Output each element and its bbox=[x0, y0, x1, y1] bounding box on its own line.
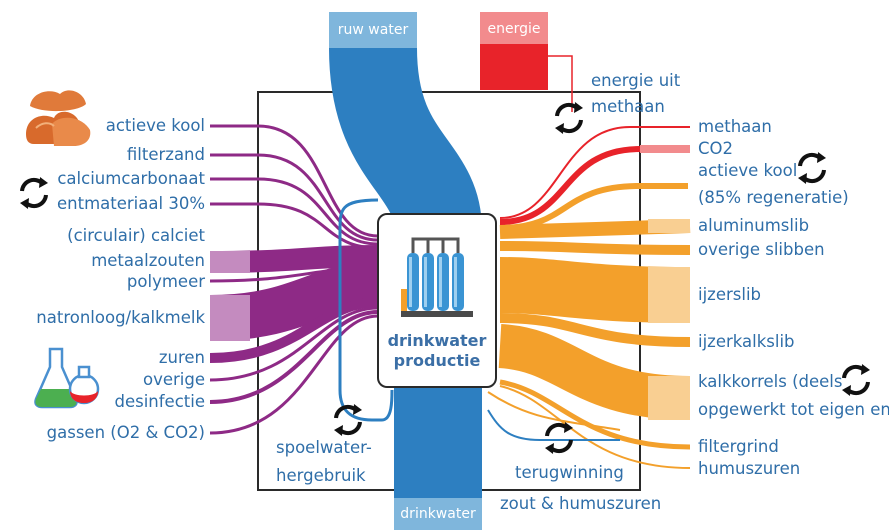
recycle-icon bbox=[545, 422, 573, 454]
rinse-loop-label-1: spoelwater- bbox=[276, 438, 372, 457]
aluminum-sludge-cap bbox=[648, 219, 690, 233]
drinkwater-cap bbox=[394, 498, 482, 530]
rinse-water-loop bbox=[338, 198, 394, 422]
lime-pellets-cap bbox=[648, 376, 690, 420]
raw-water-header: ruw water bbox=[337, 22, 409, 38]
output-label-aluminum-sludge: aluminumslib bbox=[698, 216, 810, 235]
output-label-lime-pellets-note: opgewerkt tot eigen ent) bbox=[698, 400, 889, 419]
recycle-icon bbox=[20, 177, 48, 209]
recycle-icon bbox=[842, 364, 870, 396]
energy-cap bbox=[480, 12, 548, 44]
output-label-other-sludges: overige slibben bbox=[698, 240, 825, 259]
drinkwater-production-box: drinkwater productie bbox=[377, 213, 497, 388]
input-label-metal-salts: metaalzouten bbox=[91, 251, 205, 270]
output-label-regeneration: (85% regeneratie) bbox=[698, 188, 849, 207]
salt-loop-label-1: terugwinning bbox=[515, 463, 624, 482]
salt-recovery-loop-2 bbox=[487, 391, 621, 431]
output-label-methane: methaan bbox=[698, 117, 772, 136]
input-label-caustic: natronloog/kalkmelk bbox=[36, 308, 205, 327]
input-label-other: overige bbox=[142, 370, 205, 389]
rinse-loop-label-2: hergebruik bbox=[276, 466, 366, 485]
iron-sludge-cap bbox=[648, 267, 690, 323]
drinkwater-header: drinkwater bbox=[400, 506, 476, 522]
coal-pile-icon bbox=[26, 90, 91, 146]
recycle-icon bbox=[798, 152, 826, 184]
energy-loop-label-2: methaan bbox=[591, 97, 665, 116]
input-label-polymer: polymeer bbox=[126, 272, 205, 291]
co2-output-flow bbox=[499, 146, 690, 225]
raw-water-cap bbox=[329, 12, 417, 48]
input-label-filter-sand: filterzand bbox=[126, 145, 205, 164]
input-label-gases: gassen (O2 & CO2) bbox=[46, 423, 205, 442]
output-label-iron-lime-sludge: ijzerkalkslib bbox=[698, 332, 795, 351]
input-label-acids: zuren bbox=[158, 348, 205, 367]
energy-loop-label-1: energie uit bbox=[591, 71, 681, 90]
output-label-humic-acids: humuszuren bbox=[698, 459, 801, 478]
co2-output-cap bbox=[640, 145, 690, 153]
salt-loop-label-2: zout & humuszuren bbox=[500, 494, 662, 513]
recycle-icon bbox=[334, 404, 362, 436]
input-label-seed-material: entmateriaal 30% bbox=[57, 194, 205, 213]
methane-output-flow bbox=[499, 126, 690, 219]
water-tanks-icon bbox=[401, 237, 473, 317]
energy-flow bbox=[480, 44, 548, 90]
recycle-icon bbox=[555, 102, 583, 134]
input-label-calcite: (circulair) calciet bbox=[67, 226, 205, 245]
salt-recovery-loop bbox=[487, 409, 620, 441]
caustic-cap bbox=[210, 295, 250, 341]
center-label-line1: drinkwater bbox=[387, 331, 487, 350]
chemistry-flask-icon bbox=[34, 347, 100, 409]
output-label-lime-pellets: kalkkorrels (deels bbox=[698, 372, 843, 391]
energy-loop-line bbox=[548, 55, 573, 112]
metal-salts-cap bbox=[210, 251, 250, 273]
output-label-co2: CO2 bbox=[698, 139, 734, 158]
output-label-activated-carbon: actieve kool bbox=[698, 161, 798, 180]
energy-header: energie bbox=[487, 21, 541, 37]
input-label-activated-carbon: actieve kool bbox=[105, 116, 205, 135]
input-label-disinfection: desinfectie bbox=[114, 392, 205, 411]
center-label-line2: productie bbox=[393, 351, 481, 370]
center-label: drinkwater productie bbox=[379, 331, 495, 371]
chemicals-input-flows bbox=[209, 124, 379, 435]
output-label-filter-gravel: filtergrind bbox=[698, 437, 779, 456]
input-label-calcium-carbonate: calciumcarbonaat bbox=[57, 169, 205, 188]
output-label-iron-sludge: ijzerslib bbox=[698, 285, 762, 304]
